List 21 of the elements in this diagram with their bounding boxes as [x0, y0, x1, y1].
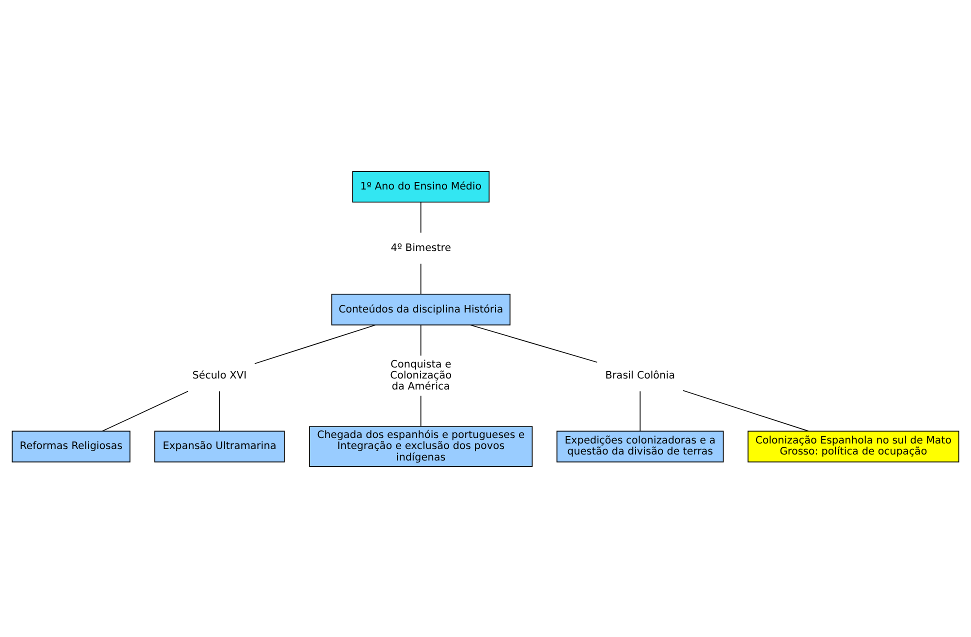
node-text: Conquista e Colonização da América [390, 358, 452, 392]
node-text: Brasil Colônia [605, 370, 676, 381]
connector [470, 324, 598, 362]
node-box: 1º Ano do Ensino Médio [352, 170, 490, 202]
connector [640, 390, 641, 431]
connector [420, 201, 422, 233]
node-text: Século XVI [192, 370, 247, 381]
node-box: Expedições colonizadoras e a questão da divisão de terras [556, 430, 724, 462]
node-text: 4º Bimestre [390, 242, 451, 254]
connector [420, 394, 422, 426]
connector [682, 390, 809, 432]
node-box: Reformas Religiosas [12, 430, 130, 462]
connector [219, 390, 220, 431]
connector [254, 324, 376, 364]
node-box: Chegada dos espanhóis e portugueses e Integração e exclusão dos povos indígenas [309, 426, 533, 467]
node-box: Expansão Ultramarina [154, 430, 285, 462]
node-box: Colonização Espanhola no sul de Mato Grosso: política de ocupação [748, 430, 960, 462]
connector [420, 324, 422, 356]
node-box: Conteúdos da disciplina História [331, 293, 510, 325]
connector [102, 390, 188, 432]
connector [420, 262, 422, 294]
